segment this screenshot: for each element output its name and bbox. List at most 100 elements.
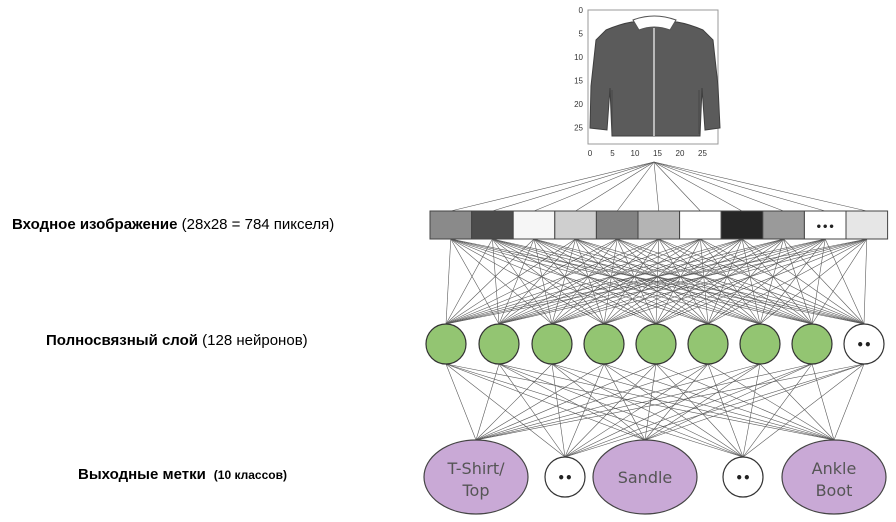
input-to-hidden-connection — [445, 238, 784, 325]
input-to-hidden-connection — [445, 238, 701, 325]
image-to-input-connection — [653, 161, 743, 212]
input-to-hidden-connection — [498, 238, 576, 325]
input-to-hidden-connection — [551, 238, 743, 325]
input-to-hidden-connection — [824, 238, 865, 325]
hidden-to-output-connection — [707, 363, 744, 458]
input-to-hidden-connection — [551, 238, 576, 325]
input-to-hidden-connection — [492, 238, 553, 325]
image-to-input-connection — [616, 161, 655, 212]
hidden-neuron — [739, 323, 781, 365]
hidden-to-output-connection — [475, 363, 709, 441]
connections — [445, 161, 868, 458]
output-class-label: Top — [462, 481, 490, 500]
hidden-to-output-connection — [603, 363, 744, 458]
input-to-hidden-connection — [655, 238, 867, 325]
hidden-to-output-connection — [475, 363, 605, 441]
hidden-to-output-connection — [475, 363, 657, 441]
hidden-to-output-connection — [644, 363, 813, 441]
input-to-hidden-connection — [450, 238, 500, 325]
hidden-to-output-connection — [475, 363, 553, 441]
hidden-to-output-connection — [759, 363, 835, 441]
input-layer-label-detail: (28x28 = 784 пикселя) — [177, 216, 335, 233]
image-to-input-connection — [653, 161, 826, 212]
output-class-node — [781, 439, 887, 515]
input-pixel-cell — [595, 210, 639, 240]
input-to-hidden-connection — [498, 238, 535, 325]
hidden-to-output-connection — [564, 363, 657, 458]
hidden-to-output-connection — [498, 363, 646, 441]
hidden-to-output-connection — [445, 363, 744, 458]
image-to-input-connection — [653, 161, 660, 212]
input-to-hidden-connection — [445, 238, 659, 325]
output-ellipsis-node — [544, 456, 586, 498]
hidden-neuron — [635, 323, 677, 365]
input-to-hidden-connection — [445, 238, 576, 325]
output-layer-label-detail: (10 классов) — [213, 468, 287, 482]
input-to-hidden-connection — [445, 238, 618, 325]
y-tick-label: 10 — [574, 53, 583, 62]
x-tick-label: 25 — [698, 149, 707, 158]
hidden-to-output-connection — [475, 363, 761, 441]
hidden-to-output-connection — [551, 363, 566, 458]
image-to-input-connection — [575, 161, 655, 212]
image-to-input-connection — [533, 161, 655, 212]
hidden-ellipsis: •• — [856, 338, 871, 352]
input-to-hidden-connection — [498, 238, 784, 325]
input-to-hidden-connection — [603, 238, 618, 325]
image-to-input-connection — [653, 161, 867, 212]
hidden-ellipsis-node — [843, 323, 885, 365]
hidden-to-output-connection — [811, 363, 835, 441]
hidden-to-output-connection — [498, 363, 835, 441]
input-to-hidden-connection — [603, 238, 701, 325]
input-to-hidden-connection — [445, 238, 826, 325]
input-pixel-cell — [637, 210, 681, 240]
hidden-to-output-connection — [551, 363, 646, 441]
hidden-neuron — [478, 323, 520, 365]
y-tick-label: 25 — [574, 124, 583, 133]
output-layer-label-bold: Выходные метки — [78, 466, 206, 483]
input-to-hidden-connection — [492, 238, 500, 325]
hidden-to-output-connection — [445, 363, 835, 441]
input-to-hidden-connection — [655, 238, 743, 325]
hidden-to-output-connection — [742, 363, 813, 458]
hidden-to-output-connection — [498, 363, 744, 458]
input-to-hidden-connection — [450, 238, 553, 325]
output-layer-label: Выходные метки (10 классов) — [78, 466, 287, 483]
hidden-to-output-connection — [564, 363, 865, 458]
hidden-to-output-connection — [644, 363, 761, 441]
y-tick-label: 20 — [574, 100, 583, 109]
input-pixel-cell — [554, 210, 597, 240]
input-to-hidden-connection — [445, 238, 452, 325]
input-to-hidden-connection — [551, 238, 618, 325]
hidden-to-output-connection — [644, 363, 657, 441]
hidden-to-output-connection — [475, 363, 865, 441]
hidden-neuron — [687, 323, 729, 365]
input-to-hidden-connection — [707, 238, 867, 325]
input-to-hidden-connection — [450, 238, 605, 325]
hidden-to-output-connection — [603, 363, 646, 441]
hidden-to-output-connection — [551, 363, 744, 458]
input-to-hidden-connection — [603, 238, 743, 325]
hidden-to-output-connection — [498, 363, 566, 458]
image-to-input-connection — [653, 161, 701, 212]
input-to-hidden-connection — [759, 238, 784, 325]
x-tick-label: 5 — [610, 149, 615, 158]
jacket-image — [589, 15, 721, 137]
input-ellipsis: ••• — [816, 222, 835, 233]
hidden-layer-label-detail: (128 нейронов) — [198, 332, 308, 349]
input-to-hidden-connection — [603, 238, 660, 325]
input-pixel-cell — [429, 210, 473, 240]
input-to-hidden-connection — [445, 238, 535, 325]
hidden-neuron — [583, 323, 625, 365]
input-pixel-cell — [762, 210, 805, 240]
image-to-input-connection — [492, 161, 655, 212]
hidden-to-output-connection — [564, 363, 605, 458]
hidden-to-output-connection — [742, 363, 865, 458]
y-tick-label: 5 — [579, 30, 584, 39]
hidden-to-output-connection — [707, 363, 835, 441]
output-class-label: T-Shirt/ — [446, 459, 505, 478]
hidden-neuron — [791, 323, 833, 365]
output-ellipsis: •• — [735, 471, 750, 485]
